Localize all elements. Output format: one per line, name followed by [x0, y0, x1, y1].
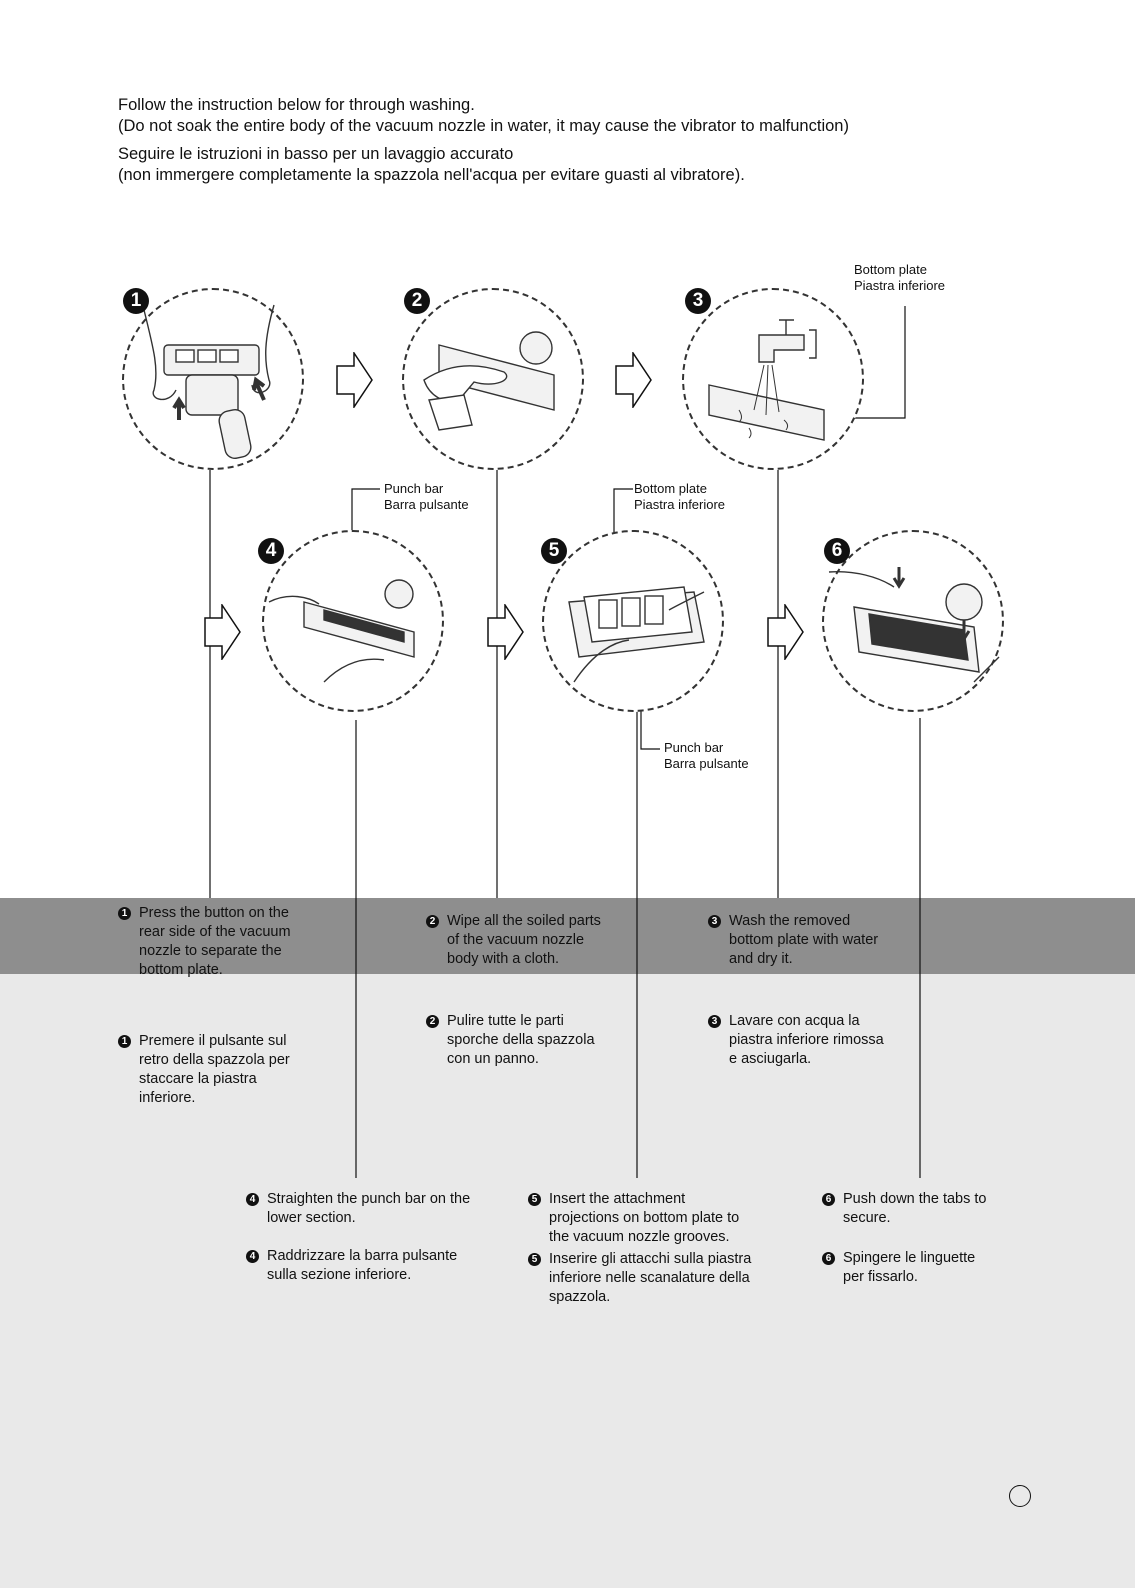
nozzle-button-press-icon: [143, 304, 275, 460]
english-steps-band: [0, 898, 1135, 974]
step4-illustration: [262, 530, 444, 712]
step-number-1: 1: [123, 288, 149, 314]
step-text: Lavare con acqua la piastra inferiore ri…: [729, 1013, 884, 1067]
step-bullet-5: 5: [528, 1253, 541, 1266]
step-bullet-4: 4: [246, 1250, 259, 1263]
step-bullet-3: 3: [708, 1015, 721, 1028]
callout-text: Bottom plate: [854, 262, 927, 277]
step3-illustration: [682, 288, 864, 470]
intro-en-line2: (Do not soak the entire body of the vacu…: [118, 117, 849, 135]
step6-illustration: [822, 530, 1004, 712]
callout-text: Barra pulsante: [384, 497, 469, 512]
step-bullet-3: 3: [708, 915, 721, 928]
arrow-right-icon: [336, 352, 373, 408]
step-text-it: Spingere le linguette per fissarlo.: [843, 1250, 976, 1285]
intro-english: Follow the instruction below for through…: [118, 95, 849, 137]
step-number-6: 6: [824, 538, 850, 564]
step-bullet-2: 2: [426, 1015, 439, 1028]
step-text-en: Push down the tabs to secure.: [843, 1191, 987, 1226]
step-text: Wipe all the soiled parts of the vacuum …: [447, 913, 601, 967]
step-bullet-1: 1: [118, 1035, 131, 1048]
callout-text: Punch bar: [664, 740, 724, 755]
step-text: Press the button on the rear side of the…: [139, 905, 291, 978]
arrow-right-icon: [487, 604, 524, 660]
arrow-right-icon: [204, 604, 241, 660]
faucet-wash-icon: [708, 319, 825, 441]
wipe-cloth-icon: [423, 331, 555, 431]
step3-it: 3 Lavare con acqua la piastra inferiore r…: [708, 1012, 948, 1069]
step-text: Wash the removed bottom plate with water…: [729, 913, 879, 967]
step-bullet-5: 5: [528, 1193, 541, 1206]
step-text: Pulire tutte le parti sporche della spaz…: [447, 1013, 595, 1067]
step-bullet-4: 4: [246, 1193, 259, 1206]
step4-text: 4 Straighten the punch bar on the lower s…: [246, 1190, 516, 1285]
step-number-4: 4: [258, 538, 284, 564]
step5-illustration: [542, 530, 724, 712]
step1-en: 1 Press the button on the rear side of th…: [118, 904, 358, 980]
intro-en-line1: Follow the instruction below for through…: [118, 96, 475, 114]
step-bullet-1: 1: [118, 907, 131, 920]
callout-text: Piastra inferiore: [854, 278, 946, 293]
attach-bottom-plate-icon: [568, 586, 705, 683]
step3-en: 3 Wash the removed bottom plate with wate…: [708, 912, 948, 969]
callout-text: Punch bar: [384, 481, 444, 496]
italian-steps-band: [0, 974, 1135, 1588]
page-number-circle: [1009, 1485, 1031, 1507]
callout-step5-bottom-plate: Bottom plate Piastra inferiore: [634, 481, 725, 513]
step1-illustration: [122, 288, 304, 470]
callout-text: Bottom plate: [634, 481, 707, 496]
step-text-en: Straighten the punch bar on the lower se…: [267, 1191, 471, 1226]
arrow-right-icon: [615, 352, 652, 408]
callout-step5-punch-bar: Punch bar Barra pulsante: [664, 740, 749, 772]
step-number-3: 3: [685, 288, 711, 314]
step5-text: 5 Insert the attachment projections on bo…: [528, 1190, 798, 1307]
punch-bar-straighten-icon: [268, 579, 415, 683]
intro-italian: Seguire le istruzioni in basso per un la…: [118, 144, 745, 186]
step-bullet-6: 6: [822, 1193, 835, 1206]
step-number-2: 2: [404, 288, 430, 314]
step-text: Premere il pulsante sul retro della spaz…: [139, 1033, 290, 1106]
callout-step4-punch-bar: Punch bar Barra pulsante: [384, 481, 469, 513]
arrow-right-icon: [767, 604, 804, 660]
step2-it: 2 Pulire tutte le parti sporche della spa…: [426, 1012, 666, 1069]
step2-illustration: [402, 288, 584, 470]
step-number-5: 5: [541, 538, 567, 564]
intro-it-line2: (non immergere completamente la spazzola…: [118, 166, 745, 184]
intro-it-line1: Seguire le istruzioni in basso per un la…: [118, 145, 514, 163]
step1-it: 1 Premere il pulsante sul retro della spa…: [118, 1032, 358, 1108]
callout-text: Barra pulsante: [664, 756, 749, 771]
push-tabs-icon: [828, 567, 1000, 683]
step-text-it: Raddrizzare la barra pulsante sulla sezi…: [267, 1248, 458, 1283]
step-bullet-2: 2: [426, 915, 439, 928]
callout-step3-bottom-plate: Bottom plate Piastra inferiore: [854, 262, 945, 294]
step-text-it: Inserire gli attacchi sulla piastra infe…: [549, 1251, 752, 1305]
step2-en: 2 Wipe all the soiled parts of the vacuum…: [426, 912, 666, 969]
callout-text: Piastra inferiore: [634, 497, 726, 512]
step-text-en: Insert the attachment projections on bot…: [549, 1191, 740, 1245]
step-bullet-6: 6: [822, 1252, 835, 1265]
